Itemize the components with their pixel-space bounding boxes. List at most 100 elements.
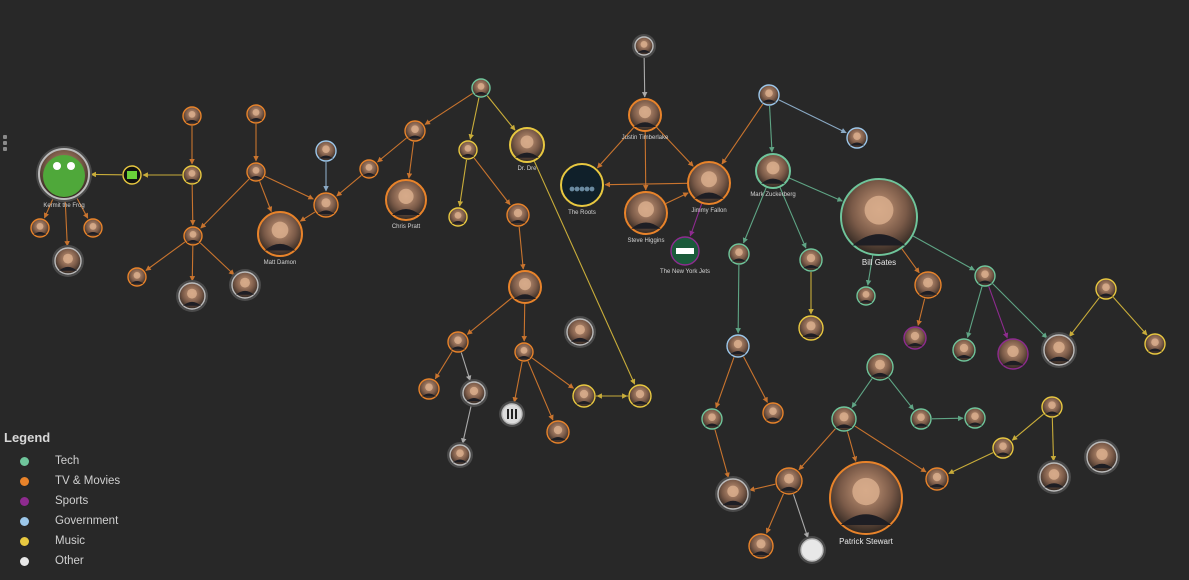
graph-node-n_tk_b[interactable] [798,536,826,564]
graph-node-n_kermit_c[interactable] [52,245,84,277]
graph-node-n_z_c[interactable] [798,315,824,341]
person-head-icon [252,108,260,116]
graph-node-n_g_c[interactable] [974,265,996,287]
graph-node-n_t_b[interactable] [762,402,784,424]
graph-node-n_b_d[interactable] [1037,460,1071,494]
graph-node-n_top_tech[interactable] [471,78,491,98]
person-shoulders-icon [1148,348,1162,352]
graph-node-n_sp_e[interactable] [447,442,473,468]
graph-node-n_sp_h[interactable] [572,384,596,408]
graph-edge [200,178,250,229]
graph-node-n_b_a[interactable] [925,467,949,491]
graph-node-n_z_d[interactable] [726,334,750,358]
graph-node-n_sp_b[interactable] [514,342,534,362]
legend-item: Music [4,531,120,551]
graph-node-n_g_d[interactable] [903,326,927,350]
graph-node-n_g_e[interactable] [952,338,976,362]
graph-node-affleck[interactable] [246,162,266,182]
person-shoulders-icon [515,152,539,158]
graph-node-n_g_g[interactable] [1041,332,1077,368]
graph-node-n_col2_top[interactable] [182,106,202,126]
graph-node-n_kermit_a[interactable] [30,218,50,238]
person-head-icon [1048,469,1060,480]
graph-node-n_gov1[interactable] [315,140,337,162]
graph-node-n_sp_d[interactable] [460,379,488,407]
graph-node-jets[interactable]: The New York Jets [660,236,710,275]
graph-node-n_n_c[interactable] [964,407,986,429]
graph-node-n_col2_mid[interactable] [182,165,202,185]
person-head-icon [518,278,532,291]
graph-node-n_r_a[interactable] [1095,278,1117,300]
graph-node-n_gov3[interactable] [846,127,868,149]
graph-node-takei[interactable] [775,467,803,495]
graph-node-timberlake[interactable]: Justin Timberlake [622,98,669,141]
graph-node-roots[interactable]: The Roots [560,163,604,216]
person-head-icon [36,222,44,230]
graph-node-n_tk_a[interactable] [748,533,774,559]
graph-node-kermit[interactable]: Kermit the Frog [36,146,92,209]
graph-node-spielberg[interactable] [508,270,542,304]
graph-node-drdre[interactable]: Dr. Dre [509,127,545,172]
graph-node-nadella[interactable] [866,353,894,381]
person-shoulders-icon [859,300,873,303]
graph-node-oprah[interactable] [506,203,530,227]
graph-node-n_col2_c[interactable] [229,269,261,301]
person-shoulders-icon [914,423,928,427]
graph-node-n_b_e[interactable] [1084,439,1120,475]
person-head-icon [513,208,523,218]
graph-node-n_music1[interactable] [458,140,478,160]
graph-node-n_col2_b[interactable] [176,280,208,312]
graph-node-n_n_b[interactable] [910,408,932,430]
graph-node-stewart[interactable]: Patrick Stewart [829,461,903,546]
graph-node-pratt[interactable]: Chris Pratt [385,179,427,230]
person-shoulders-icon [576,400,592,405]
person-shoulders-icon [451,221,465,224]
graph-node-n_sp_a[interactable] [447,331,469,353]
graph-node-n_affleck_top[interactable] [246,104,266,124]
graph-node-n_sp_i[interactable] [628,384,652,408]
graph-node-n_b_c[interactable] [992,437,1014,459]
graph-node-n_b_b[interactable] [1041,396,1063,418]
graph-node-n_col2_low[interactable] [183,226,203,246]
film-strip-icon [515,409,517,419]
person-shoulders-icon [474,92,488,95]
person-head-icon [454,211,462,219]
person-shoulders-icon [185,120,199,123]
graph-node-n_t_d[interactable] [715,476,751,512]
graph-node-n_n_a[interactable] [831,406,857,432]
graph-edge [521,303,527,342]
graph-edge [665,192,689,205]
graph-node-n_g_b[interactable] [914,271,942,299]
graph-node-n_sp_f[interactable] [499,401,525,427]
graph-node-zuckerberg[interactable]: Mark Zuckerberg [750,153,796,198]
graph-node-n_z_b[interactable] [799,248,823,272]
graph-node-n_kermit_b[interactable] [83,218,103,238]
graph-node-n_top_gray[interactable] [632,34,656,58]
graph-node-n_mid1[interactable] [359,159,379,179]
graph-node-damon[interactable]: Matt Damon [257,211,303,266]
graph-edge [854,425,927,473]
graph-node-higgins[interactable]: Steve Higgins [624,191,668,244]
graph-node-n_sp_c[interactable] [418,378,440,400]
graph-node-n_z_a[interactable] [728,243,750,265]
drag-handle[interactable] [3,135,8,151]
graph-node-muppets[interactable] [122,165,142,185]
graph-node-fallon[interactable]: Jimmy Fallon [687,161,731,214]
graph-node-kimmel[interactable] [313,192,339,218]
graph-node-n_music2[interactable] [448,207,468,227]
graph-node-n_mid2[interactable] [404,120,426,142]
graph-node-n_t_a[interactable] [701,408,723,430]
person-head-icon [240,277,250,288]
graph-node-n_sp_g[interactable] [546,420,570,444]
graph-edge [779,187,807,249]
graph-node-n_g_f[interactable] [997,338,1029,370]
graph-node-n_sp_gray[interactable] [564,316,596,348]
graph-node-n_col2_a[interactable] [127,267,147,287]
graph-node-n_gov2[interactable] [758,84,780,106]
graph-node-gates[interactable]: Bill Gates [840,178,918,267]
node-label: Patrick Stewart [839,537,894,546]
graph-node-n_r_b[interactable] [1144,333,1166,355]
graph-node-n_g_a[interactable] [856,286,876,306]
